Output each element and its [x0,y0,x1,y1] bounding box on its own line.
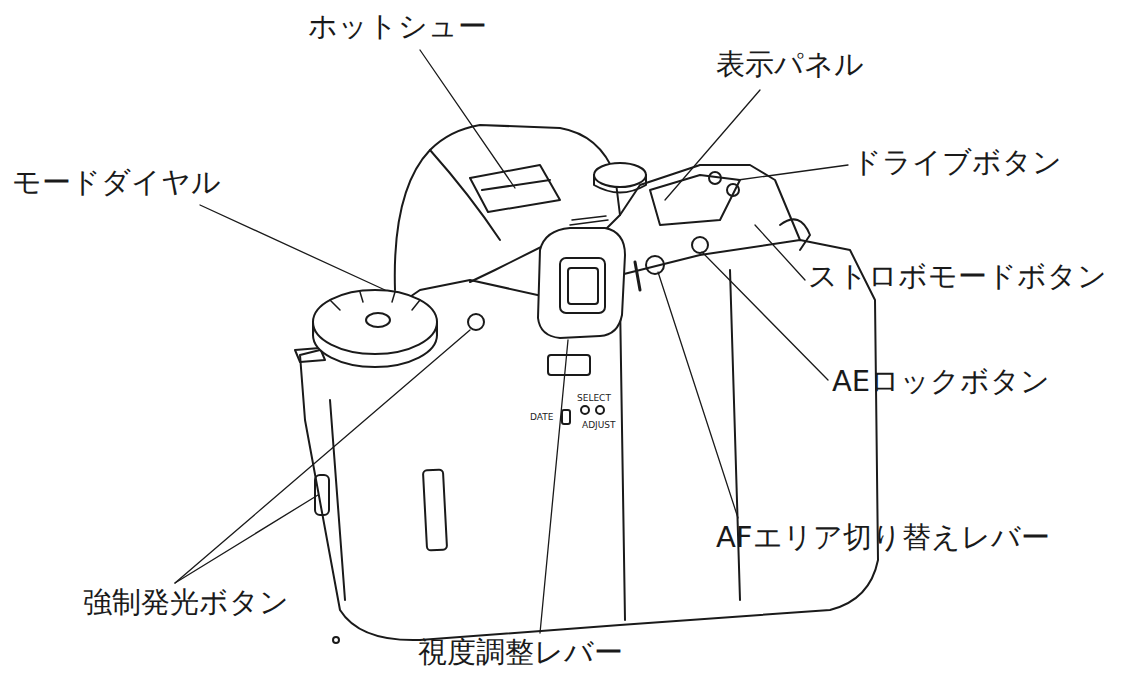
part-label: モードダイヤル [12,166,221,199]
part-label: 表示パネル [716,48,864,81]
part-label: AEロックボタン [832,365,1050,398]
panel-marking: DATE [530,412,553,422]
part-label: ドライブボタン [852,146,1062,179]
panel-marking: ADJUST [582,420,616,430]
part-label: 強制発光ボタン [83,586,289,619]
part-label: AFエリア切り替えレバー [716,521,1050,554]
part-label: ストロボモードボタン [808,260,1107,293]
panel-marking: SELECT [577,393,611,403]
part-label: ホットシュー [308,10,487,43]
part-label: 視度調整レバー [418,636,623,669]
